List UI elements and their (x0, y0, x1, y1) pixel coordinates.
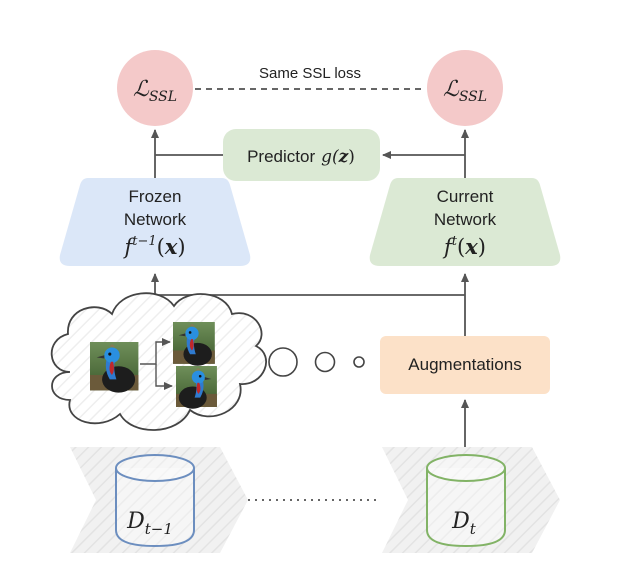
predictor-arg: z (338, 147, 349, 167)
predictor-label: Predictor (247, 147, 315, 166)
loss-left-subscript: SSL (149, 89, 177, 105)
predictor-block: Predictor g(z) (223, 129, 380, 181)
predictor-close: ) (348, 147, 355, 167)
loss-left-symbol: ℒ (133, 77, 150, 102)
cloud-arrow-down (155, 364, 173, 390)
svg-text:ℒSSL: ℒSSL (443, 77, 487, 105)
bird-photo-augmented-1-icon (173, 322, 215, 366)
cloud-icon (50, 292, 267, 431)
frozen-paren-open: ( (157, 235, 165, 259)
svg-text:Dt: Dt (451, 509, 477, 538)
frozen-network-block: Frozen Network ft−1(x) (59, 178, 251, 266)
dataset-prev-letter: D (126, 509, 145, 534)
bird-photo-icon (90, 342, 139, 393)
current-network-line2: Network (434, 210, 497, 229)
svg-text:ft−1(x): ft−1(x) (122, 234, 185, 259)
thought-bubble-large (268, 347, 298, 377)
frozen-f: f (122, 235, 135, 259)
thought-bubble-medium (314, 351, 336, 373)
ssl-loss-right-node: ℒSSL (427, 50, 503, 126)
ssl-loss-left-node: ℒSSL (117, 50, 193, 126)
svg-text:ft(x): ft(x) (442, 234, 486, 259)
frozen-arg: x (164, 234, 178, 259)
predictor-func: g( (321, 147, 339, 167)
current-network-block: Current Network ft(x) (369, 178, 561, 266)
current-f: f (442, 235, 455, 259)
current-paren-open: ( (457, 235, 465, 259)
cloud-arrow-up (140, 338, 171, 365)
loss-right-subscript: SSL (459, 89, 487, 105)
svg-text:Dt−1: Dt−1 (126, 509, 173, 538)
database-prev-icon (115, 454, 195, 548)
frozen-sup: t−1 (132, 234, 156, 249)
dataset-prev-subscript: t−1 (145, 520, 173, 538)
bird-photo-augmented-2-icon (176, 366, 217, 409)
current-network-line1: Current (437, 187, 494, 206)
current-arg: x (464, 234, 478, 259)
dataset-curr-letter: D (451, 509, 470, 534)
database-curr-icon (426, 454, 506, 548)
frozen-network-line2: Network (124, 210, 187, 229)
current-sup: t (452, 234, 458, 249)
augmentations-block: Augmentations (380, 336, 550, 394)
arrow-augment-to-frozen (151, 273, 465, 296)
same-loss-label: Same SSL loss (259, 65, 361, 82)
current-paren-close: ) (478, 235, 486, 259)
dataset-prev-chevron (70, 447, 248, 553)
loss-right-symbol: ℒ (443, 77, 460, 102)
dataset-curr-subscript: t (470, 520, 477, 538)
thought-bubble-small (353, 356, 365, 368)
frozen-network-line1: Frozen (129, 187, 182, 206)
svg-text:ℒSSL: ℒSSL (133, 77, 177, 105)
frozen-paren-close: ) (177, 235, 185, 259)
augmentations-label: Augmentations (408, 355, 521, 374)
